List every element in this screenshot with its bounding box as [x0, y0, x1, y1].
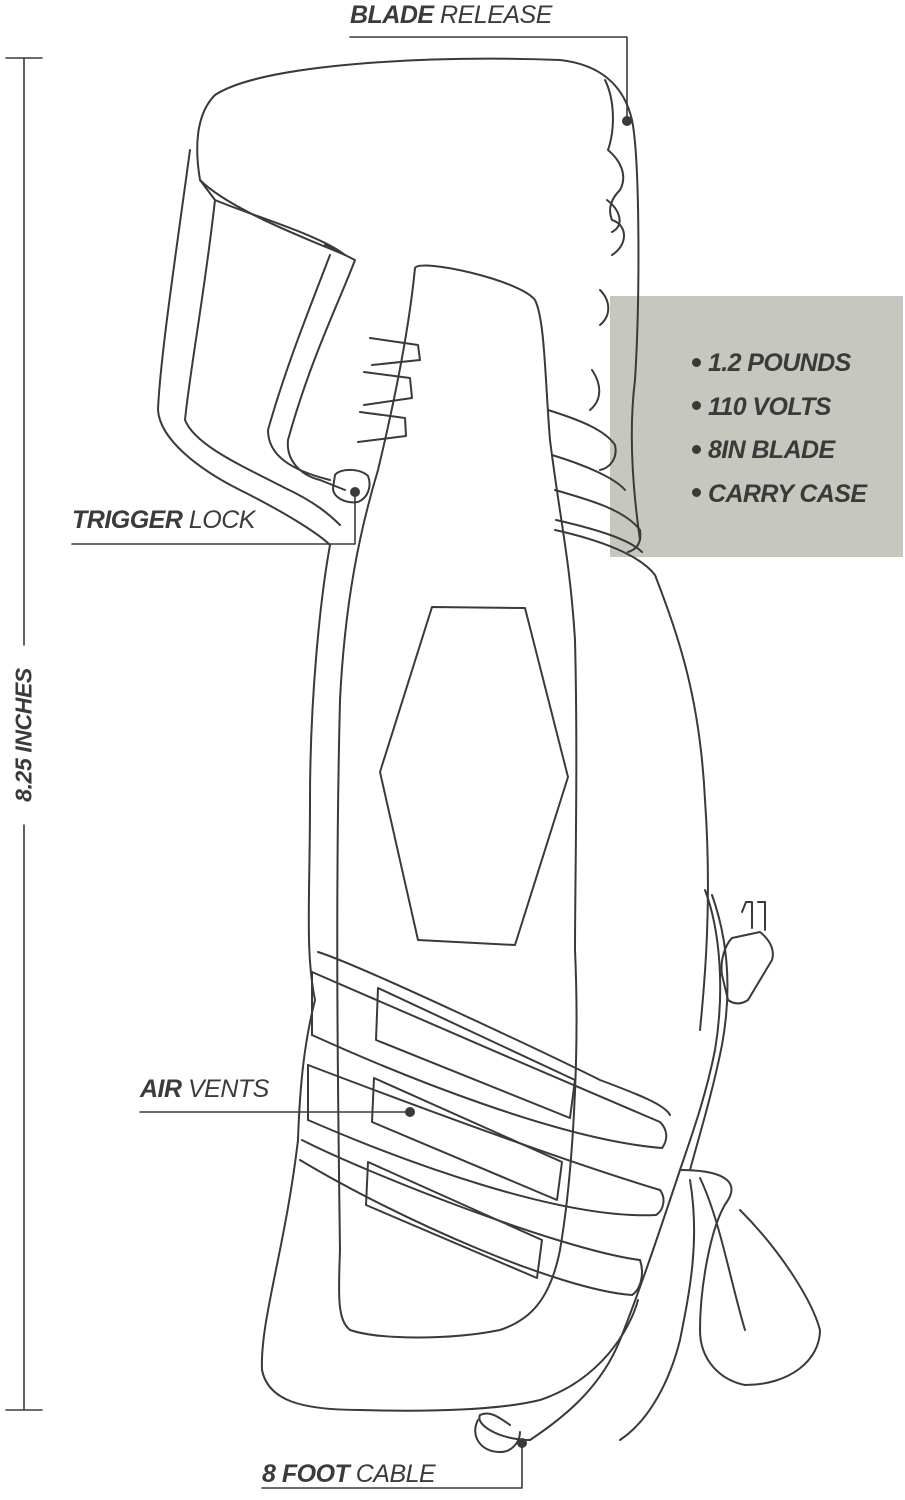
callout-blade-release-bold: BLADE	[350, 1, 434, 29]
spec-item: 1.2 POUNDS	[692, 348, 866, 392]
leader-dots	[350, 116, 632, 1448]
power-cord	[474, 889, 821, 1453]
callout-cable: 8 FOOT CABLE	[262, 1460, 436, 1488]
dimension-height-label: 8.25 INCHES	[10, 668, 37, 802]
upper-ribs	[547, 409, 643, 553]
hexagon-panel	[379, 606, 569, 946]
saw-head-outline	[214, 57, 641, 541]
saw-side-panel	[157, 149, 331, 546]
head-ridges	[589, 79, 625, 411]
trigger-lock-button	[332, 468, 371, 504]
callout-cable-light: CABLE	[349, 1460, 436, 1488]
callout-cable-bold: 8 FOOT	[262, 1460, 350, 1488]
spec-item: 8IN BLADE	[692, 435, 866, 479]
spec-item: 110 VOLTS	[692, 392, 866, 436]
callout-blade-release: BLADE RELEASE	[350, 3, 552, 28]
callout-air-vents: AIR VENTS	[140, 1077, 269, 1102]
callout-air-vents-bold: AIR	[140, 1075, 182, 1103]
grip-steps	[357, 337, 421, 443]
air-vent-slots	[365, 987, 576, 1279]
spec-list: 1.2 POUNDS 110 VOLTS 8IN BLADE CARRY CAS…	[692, 348, 867, 523]
spec-item: CARRY CASE	[692, 479, 867, 523]
callout-trigger-lock-light: LOCK	[182, 506, 256, 534]
dimension-line	[5, 57, 43, 1411]
leader-lines	[71, 36, 628, 1489]
lower-ribs	[299, 951, 671, 1296]
trigger-window	[286, 244, 356, 491]
callout-blade-release-light: RELEASE	[433, 1, 552, 29]
saw-body-outline	[260, 544, 639, 1412]
callout-trigger-lock: TRIGGER LOCK	[72, 508, 255, 533]
callout-air-vents-light: VENTS	[181, 1075, 269, 1103]
handle-cover-panel	[336, 264, 578, 1339]
callout-trigger-lock-bold: TRIGGER	[72, 506, 183, 534]
